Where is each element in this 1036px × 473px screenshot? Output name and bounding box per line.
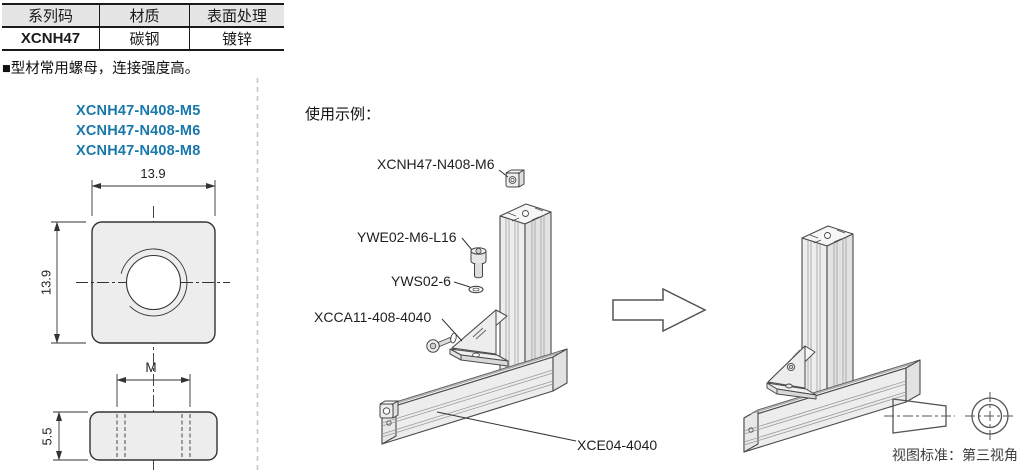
dim-height-label: 13.9 [38, 269, 54, 296]
bracket-screw-icon [426, 332, 457, 353]
vertical-profile [801, 225, 854, 409]
part-number[interactable]: XCNH47-N408-M5 [76, 103, 201, 119]
part-number-list: XCNH47-N408-M5 XCNH47-N408-M6 XCNH47-N40… [76, 101, 200, 161]
label-washer: YWS02-6 [391, 273, 451, 289]
third-angle-projection-icon [884, 392, 1015, 440]
nut-top-view [51, 180, 230, 471]
series-code-cell: XCNH47 [2, 26, 100, 51]
label-nut: XCNH47-N408-M6 [377, 156, 495, 172]
spec-table: 系列码 材质 表面处理 XCNH47 碳钢 镀锌 [2, 3, 284, 51]
dim-width-label: 13.9 [140, 166, 166, 181]
feature-note: ■型材常用螺母，连接强度高。 [2, 61, 200, 77]
label-bracket: XCCA11-408-4040 [314, 309, 432, 325]
end-nut-icon [379, 400, 399, 419]
projection-standard-note: 视图标准：第三视角 [892, 447, 1018, 463]
corner-bracket-icon [449, 309, 509, 367]
col-series-header: 系列码 [2, 3, 100, 28]
surface-cell: 镀锌 [189, 26, 284, 51]
vertical-profile [499, 203, 552, 383]
exploded-assembly [379, 169, 577, 445]
nut-side-view [53, 374, 218, 461]
col-surface-header: 表面处理 [189, 3, 284, 28]
dim-thread-label: M [145, 360, 157, 375]
assembly-direction-arrow-icon [612, 287, 707, 333]
spec-header-row: 系列码 材质 表面处理 [2, 3, 284, 28]
label-screw: YWE02-M6-L16 [357, 229, 457, 245]
material-cell: 碳钢 [99, 26, 190, 51]
spec-data-row: XCNH47 碳钢 镀锌 [2, 26, 284, 51]
washer-icon [468, 285, 484, 294]
socket-screw-icon [470, 247, 487, 279]
part-number[interactable]: XCNH47-N408-M8 [76, 143, 201, 159]
corner-bracket-icon [766, 345, 817, 400]
leader-lines [436, 169, 577, 442]
horizontal-profile [381, 348, 568, 445]
assembled-assembly [743, 225, 921, 453]
part-number[interactable]: XCNH47-N408-M6 [76, 123, 201, 139]
label-profile: XCE04-4040 [577, 437, 658, 453]
dim-thickness-label: 5.5 [39, 427, 55, 446]
horizontal-profile [743, 359, 921, 453]
usage-example-title: 使用示例： [305, 106, 381, 123]
square-nut-icon [505, 169, 525, 188]
col-material-header: 材质 [99, 3, 190, 28]
